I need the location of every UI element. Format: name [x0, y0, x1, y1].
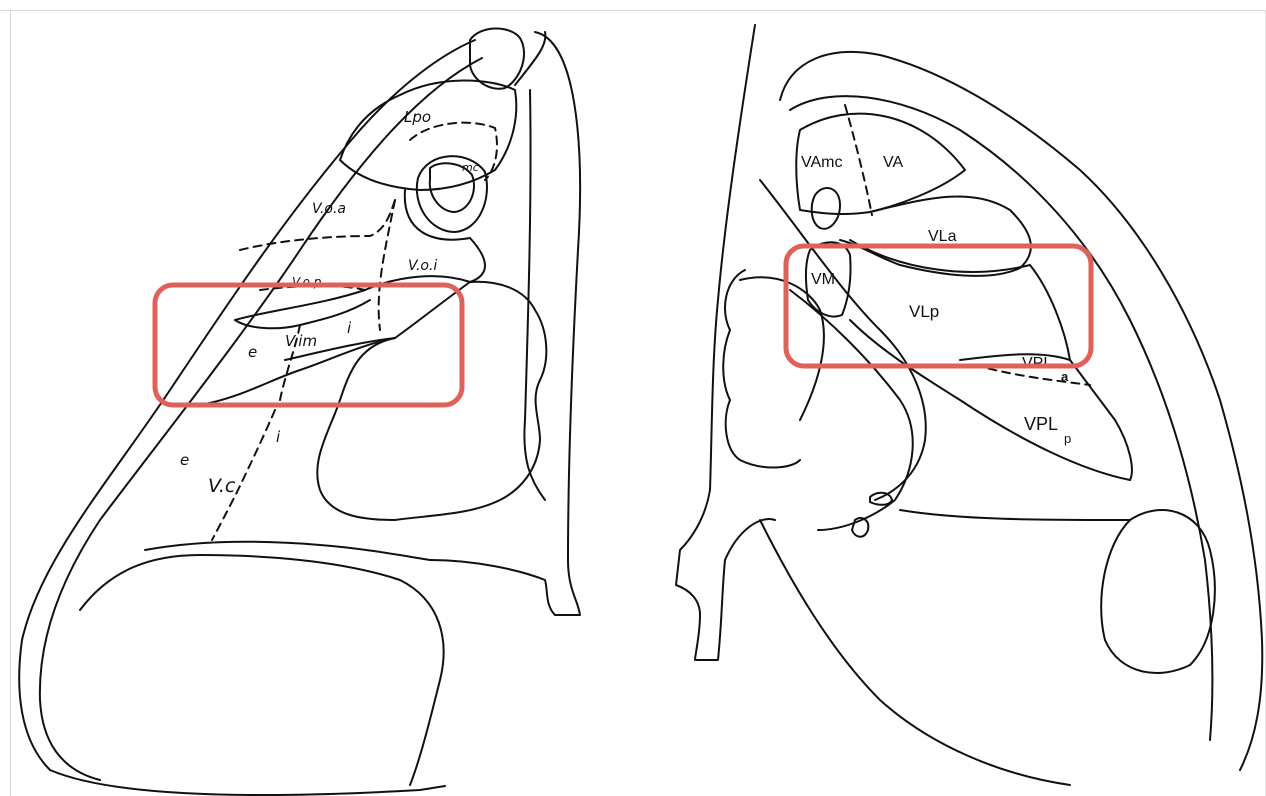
left-bottom-blob — [80, 555, 444, 785]
left-lpo-region — [340, 80, 516, 190]
label-vplp: VPL — [1024, 414, 1058, 434]
label-vim: V.im — [285, 332, 317, 350]
label-vamc: VAmc — [801, 154, 842, 171]
label-vm: VM — [811, 271, 835, 288]
right-vamc-dashed — [845, 105, 872, 215]
label-vplp-sub: p — [1064, 431, 1071, 446]
label-mc: mc — [462, 161, 479, 174]
label-vla: VLa — [928, 228, 957, 245]
label-vim-e: e — [248, 343, 257, 361]
label-vc-e: e — [180, 451, 189, 469]
right-outer-contour-2 — [790, 96, 1212, 740]
right-diagonal-2 — [790, 290, 913, 530]
label-lpo: Lpo — [404, 108, 431, 126]
left-top-blob — [470, 28, 524, 88]
left-medial-edge — [430, 32, 580, 615]
left-outer-boundary — [19, 40, 475, 795]
label-va: VA — [883, 154, 903, 171]
right-left-lobe-inner — [740, 277, 824, 420]
label-vim-i: i — [347, 319, 352, 337]
label-vpla-sub: a — [1061, 369, 1069, 384]
left-inner-contour — [40, 58, 482, 780]
label-vc: V.c — [208, 475, 236, 497]
right-bottom-contour — [760, 520, 1070, 785]
left-thalamus-section — [19, 28, 580, 795]
label-voi: V.o.i — [408, 258, 437, 274]
right-outer-boundary — [780, 52, 1262, 770]
right-bottom-contour-2 — [900, 510, 1130, 520]
right-bottom-oval — [1101, 510, 1215, 673]
left-large-blob — [317, 282, 546, 520]
label-vc-i: i — [276, 428, 281, 446]
right-small-blob-1 — [870, 493, 892, 505]
left-vc-lower — [145, 542, 430, 560]
right-vamc-oval — [812, 188, 840, 229]
label-vlp: VLp — [909, 302, 939, 321]
left-medial-edge-inner — [515, 32, 545, 500]
label-voa: V.o.a — [312, 201, 346, 217]
right-thalamus-section — [676, 25, 1262, 785]
